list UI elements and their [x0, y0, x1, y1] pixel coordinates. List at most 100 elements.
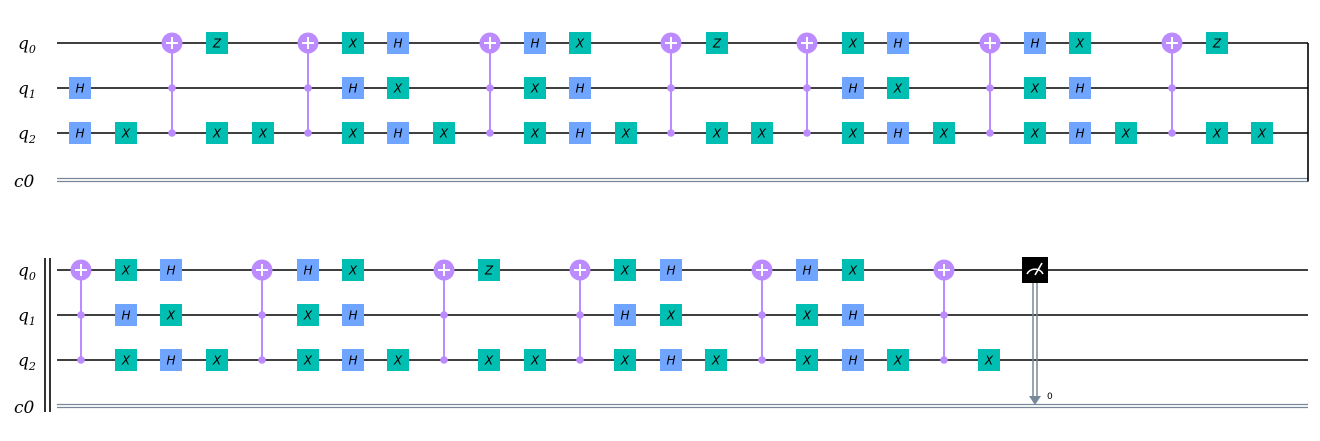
gate-h: H: [887, 122, 909, 144]
svg-text:X: X: [121, 354, 131, 368]
gate-x: X: [614, 259, 636, 281]
gate-x: X: [796, 349, 818, 371]
svg-text:H: H: [75, 82, 84, 96]
gate-cx: [70, 259, 92, 364]
gate-h: H: [160, 259, 182, 281]
gate-h: H: [1069, 77, 1091, 99]
control-dot: [168, 129, 176, 137]
svg-text:X: X: [484, 354, 494, 368]
svg-text:X: X: [802, 309, 812, 323]
gate-x: X: [115, 259, 137, 281]
control-dot: [1168, 129, 1176, 137]
gate-x: X: [387, 77, 409, 99]
control-dot: [77, 311, 85, 319]
svg-text:X: X: [258, 127, 268, 141]
control-dot: [440, 311, 448, 319]
gate-h: H: [842, 77, 864, 99]
gate-cx: [1161, 32, 1183, 137]
control-dot: [486, 129, 494, 137]
svg-text:X: X: [212, 127, 222, 141]
meter-icon: [1026, 268, 1044, 275]
svg-text:H: H: [893, 37, 902, 51]
svg-text:X: X: [1030, 127, 1040, 141]
gate-x: X: [387, 349, 409, 371]
gate-h: H: [796, 259, 818, 281]
gate-measure: 0: [1022, 257, 1053, 405]
svg-text:X: X: [848, 37, 858, 51]
control-dot: [168, 84, 176, 92]
gate-x: X: [842, 259, 864, 281]
gate-x: X: [887, 349, 909, 371]
svg-text:X: X: [348, 264, 358, 278]
control-dot: [440, 356, 448, 364]
svg-text:X: X: [1212, 127, 1222, 141]
svg-text:Z: Z: [712, 37, 722, 51]
svg-text:X: X: [802, 354, 812, 368]
gate-h: H: [842, 349, 864, 371]
gate-h: H: [387, 122, 409, 144]
gate-x: X: [206, 349, 228, 371]
control-dot: [304, 84, 312, 92]
classical-label-c0: c0: [14, 172, 35, 192]
gate-x: X: [751, 122, 773, 144]
gate-x: X: [1251, 122, 1273, 144]
gate-cx: [433, 259, 455, 364]
gate-cx: [979, 32, 1001, 137]
svg-text:H: H: [166, 264, 175, 278]
gate-x: X: [615, 122, 637, 144]
gate-cx: [479, 32, 501, 137]
control-dot: [258, 356, 266, 364]
svg-text:Z: Z: [484, 264, 494, 278]
control-dot: [940, 356, 948, 364]
svg-text:X: X: [530, 354, 540, 368]
gate-x: X: [342, 259, 364, 281]
control-dot: [986, 84, 994, 92]
svg-text:H: H: [348, 309, 357, 323]
measure-arrow: [1029, 396, 1041, 405]
svg-text:X: X: [757, 127, 767, 141]
svg-text:X: X: [711, 354, 721, 368]
gate-x: X: [297, 349, 319, 371]
gate-h: H: [660, 349, 682, 371]
gate-h: H: [660, 259, 682, 281]
svg-text:H: H: [166, 354, 175, 368]
control-dot: [258, 311, 266, 319]
gate-h: H: [1024, 32, 1046, 54]
gate-x: X: [842, 122, 864, 144]
svg-text:H: H: [75, 127, 84, 141]
gate-z: Z: [206, 32, 228, 54]
gate-h: H: [342, 349, 364, 371]
gate-x: X: [660, 304, 682, 326]
svg-text:H: H: [348, 354, 357, 368]
gate-x: X: [796, 304, 818, 326]
gate-x: X: [115, 349, 137, 371]
svg-text:H: H: [121, 309, 130, 323]
control-dot: [1168, 84, 1176, 92]
svg-text:H: H: [303, 264, 312, 278]
qubit-label-q0: q0: [18, 261, 36, 283]
gate-x: X: [1024, 77, 1046, 99]
control-dot: [803, 84, 811, 92]
svg-text:H: H: [348, 82, 357, 96]
control-dot: [77, 356, 85, 364]
svg-text:X: X: [984, 354, 994, 368]
control-dot: [758, 311, 766, 319]
gate-h: H: [160, 349, 182, 371]
gate-cx: [161, 32, 183, 137]
svg-text:H: H: [620, 309, 629, 323]
qubit-label-q2: q2: [18, 351, 36, 373]
gate-h: H: [614, 304, 636, 326]
gate-x: X: [115, 122, 137, 144]
gate-x: X: [342, 122, 364, 144]
svg-text:X: X: [575, 37, 585, 51]
svg-text:X: X: [1030, 82, 1040, 96]
svg-text:Z: Z: [1212, 37, 1222, 51]
gate-z: Z: [478, 259, 500, 281]
svg-text:H: H: [575, 82, 584, 96]
gate-x: X: [478, 349, 500, 371]
gate-z: Z: [706, 32, 728, 54]
gate-cx: [251, 259, 273, 364]
control-dot: [486, 84, 494, 92]
